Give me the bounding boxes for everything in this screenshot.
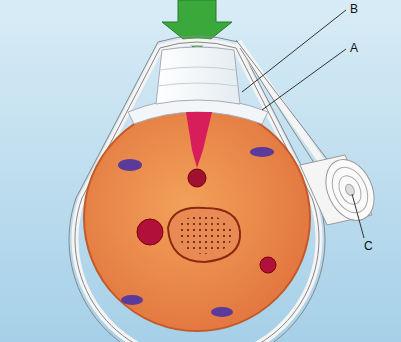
bandage-roll <box>300 152 383 229</box>
part-label: A <box>350 42 358 54</box>
part-label: C <box>364 240 373 252</box>
leader-line <box>242 10 346 92</box>
leader-line <box>262 49 346 110</box>
organelle <box>188 169 206 187</box>
part-label: B <box>350 3 358 15</box>
leader-line <box>352 194 364 238</box>
cell <box>84 105 310 331</box>
penetration <box>186 112 212 168</box>
bandage-band <box>75 42 319 342</box>
nucleus <box>168 208 240 262</box>
pressing-block <box>156 47 240 104</box>
